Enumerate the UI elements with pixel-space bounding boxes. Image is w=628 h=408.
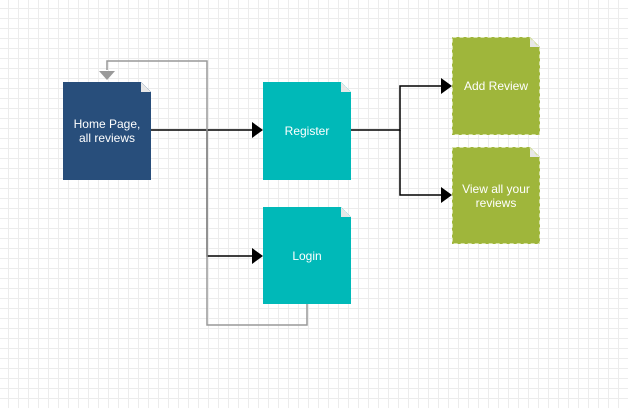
page-fold-icon bbox=[341, 207, 351, 217]
node-login-label: Login bbox=[292, 248, 322, 263]
edge-home-to-login[interactable] bbox=[206, 130, 263, 264]
edge-register-to-view-reviews[interactable] bbox=[399, 130, 452, 203]
node-home-page[interactable]: Home Page, all reviews bbox=[63, 82, 151, 180]
node-login[interactable]: Login bbox=[263, 207, 351, 304]
node-view-reviews-label: View all your reviews bbox=[462, 181, 530, 210]
edge-register-to-add-review[interactable] bbox=[351, 78, 452, 131]
node-register[interactable]: Register bbox=[263, 82, 351, 180]
page-fold-icon bbox=[341, 82, 351, 92]
node-home-page-label: Home Page, all reviews bbox=[73, 117, 141, 145]
page-fold-icon bbox=[141, 82, 151, 92]
node-register-label: Register bbox=[284, 124, 330, 138]
edge-login-to-home[interactable] bbox=[99, 60, 308, 326]
node-view-reviews[interactable]: View all your reviews bbox=[452, 147, 540, 244]
node-add-review[interactable]: Add Review bbox=[452, 37, 540, 135]
edge-home-to-register[interactable] bbox=[151, 122, 263, 138]
node-add-review-label: Add Review bbox=[463, 79, 529, 93]
